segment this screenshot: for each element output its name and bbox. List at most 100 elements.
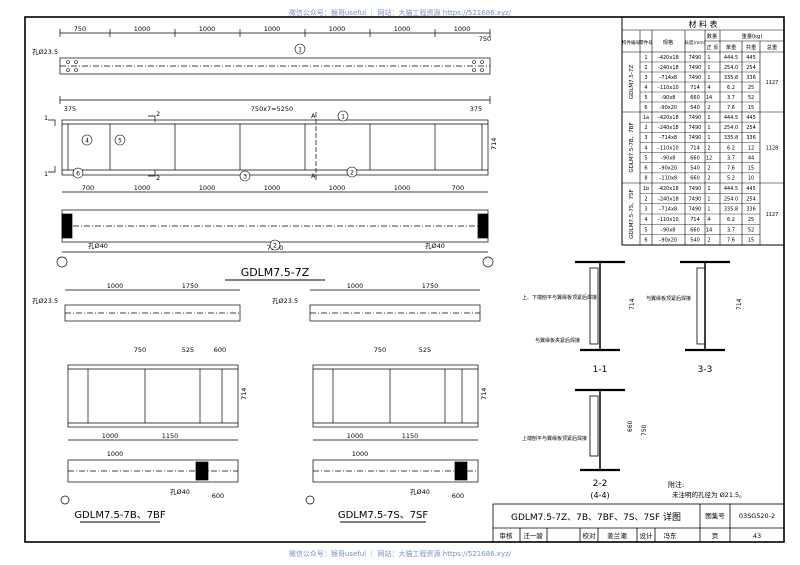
view-b <box>60 289 241 505</box>
section-details <box>575 260 730 472</box>
mt-cell: 5 <box>644 95 647 101</box>
mt-cell: 4 <box>644 85 647 91</box>
side-dim-right: 375 <box>470 105 482 113</box>
mt-cell: 7490 <box>689 186 702 192</box>
drawing-title: GDLM7.5-7Z、7B、7BF、7S、7SF 详图 <box>511 511 681 523</box>
mt-cell: 5 <box>644 227 647 233</box>
mt-cell: 1a <box>643 115 649 121</box>
section-mark-2b: 2 <box>156 174 160 182</box>
mt-cell: 7.6 <box>727 105 735 111</box>
mt-cell: 6.2 <box>727 217 735 223</box>
mt-cell: 3.7 <box>727 95 735 101</box>
hole-bottom-left: 孔Ø40 <box>88 242 108 250</box>
tb-review: 审核 <box>500 531 514 540</box>
mt-cell: 7490 <box>689 115 702 121</box>
view-b-hole-bottom: 孔Ø40 <box>170 488 190 496</box>
mt-cell: 445 <box>746 186 756 192</box>
view-s-hole-bottom: 孔Ø40 <box>410 488 430 496</box>
mt-cell: 15 <box>748 238 754 244</box>
dim-33-714: 714 <box>736 298 743 310</box>
mt-group-label: GDLM7.5-7S、7SF <box>629 189 635 239</box>
mt-cell: 15 <box>748 166 754 172</box>
mt-cell: 254 <box>746 65 756 71</box>
note-a: 上、下端刨平与翼缘板顶紧后焊接 <box>522 294 597 301</box>
mt-cell: 254 <box>746 125 756 131</box>
mt-cell: –90x8 <box>660 155 675 161</box>
tb-checker: 姜兰潮 <box>607 531 627 540</box>
mt-cell: 3 <box>644 207 647 213</box>
mt-cell: 7.6 <box>727 238 735 244</box>
tb-design: 设计 <box>640 531 654 540</box>
mt-h-spec: 规格 <box>663 38 674 46</box>
mt-cell: 2 <box>644 125 647 131</box>
elev-dim-end-right: 700 <box>452 184 464 192</box>
mt-cell: 254.0 <box>724 125 738 131</box>
mt-cell: 445 <box>746 55 756 61</box>
main-view-labels: 750 1000 1000 1000 1000 1000 1000 750 孔Ø… <box>32 25 498 279</box>
elev-dim-mid-5: 1000 <box>394 184 411 192</box>
note-b: 与翼缘板夹紧后焊接 <box>535 337 580 344</box>
mt-cell: –240x18 <box>657 196 678 202</box>
section-33-label: 3-3 <box>698 365 713 375</box>
dim-22-660: 660 <box>627 420 634 432</box>
section-11-label: 1-1 <box>593 365 608 375</box>
mt-title: 材 料 表 <box>688 19 717 29</box>
main-callouts: 1 1 2 3 4 5 6 2 <box>72 43 358 251</box>
mt-cell: –110x10 <box>657 85 678 91</box>
dim-11-714: 714 <box>629 298 636 310</box>
mt-cell: 6.2 <box>727 145 735 151</box>
mt-cell: 2 <box>644 65 647 71</box>
mt-cell: 7490 <box>689 75 702 81</box>
elev-dim-mid-1: 1000 <box>134 184 151 192</box>
mt-h-weight: 重量(kg) <box>742 32 763 40</box>
mt-cell: 6 <box>644 166 647 172</box>
mt-cell: 1 <box>707 196 710 202</box>
dim-top-2: 1000 <box>134 25 151 33</box>
dim-top-3: 1000 <box>199 25 216 33</box>
mt-cell: –90x8 <box>660 95 675 101</box>
mt-cell: –714x8 <box>659 207 677 213</box>
mt-h-member: 构件编号 <box>622 39 641 46</box>
mt-cell: 1b <box>643 186 649 192</box>
sheet-border <box>24 16 785 543</box>
mt-cell: 660 <box>690 176 700 182</box>
view-s-right-714: 714 <box>480 388 488 400</box>
mt-cell: 336 <box>746 75 756 81</box>
mt-cell: –714x8 <box>659 75 677 81</box>
mt-cell: 660 <box>690 155 700 161</box>
section-mark-a2: A <box>311 172 316 180</box>
mt-cell: 3.7 <box>727 155 735 161</box>
callout-3: 3 <box>243 174 247 181</box>
mt-h-qty: 数量 <box>707 32 717 40</box>
mt-cell: 7490 <box>689 196 702 202</box>
view-b-dim-525: 525 <box>182 346 194 354</box>
mt-cell: 444.5 <box>724 186 738 192</box>
mt-cell: 660 <box>690 95 700 101</box>
mt-cell: 4 <box>644 217 647 223</box>
section-mark-1b: 1 <box>44 170 48 178</box>
tb-page-label: 页 <box>712 532 719 540</box>
mt-cell: 52 <box>748 95 754 101</box>
mt-cell: 1 <box>707 55 710 61</box>
section-mark-1: 1 <box>44 114 48 122</box>
section-details-labels: 1-1 3-3 2-2 (4-4) 上、下端刨平与翼缘板顶紧后焊接 与翼缘板夹紧… <box>522 294 743 500</box>
title-block <box>492 503 785 543</box>
mt-cell: 7490 <box>689 135 702 141</box>
main-view <box>48 29 494 268</box>
elev-dim-end-left: 700 <box>82 184 94 192</box>
mt-cell: 5.2 <box>727 176 735 182</box>
mt-cell: 44 <box>748 155 754 161</box>
mt-cell: 7490 <box>689 65 702 71</box>
dim-top-8: 750 <box>479 35 491 43</box>
mt-cell: 14 <box>706 227 712 233</box>
mt-cell: 12 <box>706 155 712 161</box>
view-s-hole-top: 孔Ø23.5 <box>272 297 298 305</box>
callout-4: 4 <box>85 138 89 145</box>
view-b-plan-600: 600 <box>212 492 224 500</box>
mt-sh-total: 共重 <box>746 43 756 51</box>
section-22-label: 2-2 <box>593 479 608 489</box>
mt-cell: 15 <box>748 105 754 111</box>
mt-cell: 335.8 <box>724 207 738 213</box>
tb-reviewer: 汪一骏 <box>523 531 543 540</box>
